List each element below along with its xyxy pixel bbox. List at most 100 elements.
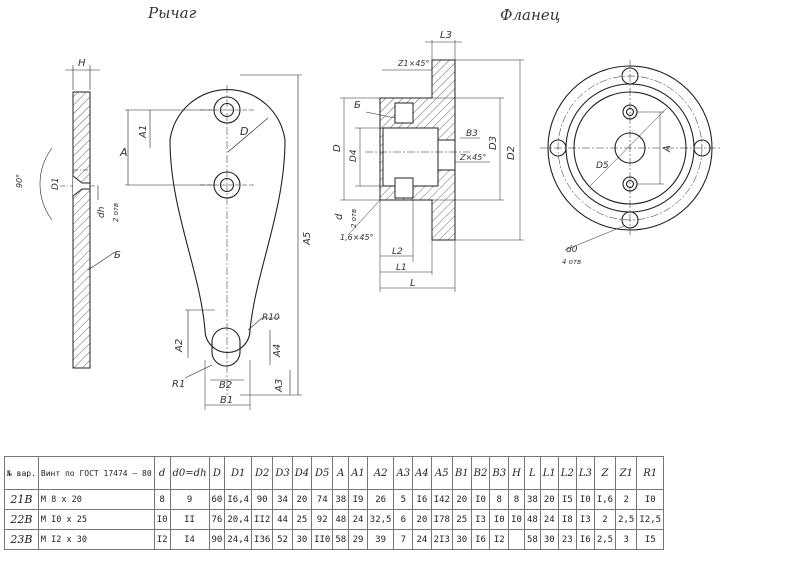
- cell: I4: [169, 529, 210, 550]
- row-screw: М I2 х 30: [37, 529, 155, 550]
- cell: 20: [412, 509, 432, 530]
- label-B-lever: Б: [114, 250, 121, 261]
- label-D3: D3: [488, 136, 499, 150]
- label-D5: D5: [596, 161, 609, 171]
- row-var: 22В: [4, 509, 39, 530]
- cell: I,6: [593, 489, 617, 510]
- header-col: A2: [366, 456, 395, 490]
- cell: 30: [291, 529, 313, 550]
- cell: 60: [208, 489, 226, 510]
- cell: I6: [575, 529, 595, 550]
- label-flange-D: D: [332, 144, 343, 152]
- cell: I2: [153, 529, 171, 550]
- cell: 5: [393, 489, 414, 510]
- cell: 52: [272, 529, 293, 550]
- label-B1: B1: [220, 395, 233, 406]
- table-header-row: № вар. Винт по ГОСТ 17474 – 80 d d0=dh D…: [4, 456, 665, 490]
- cell: II2: [251, 509, 274, 530]
- header-screw: Винт по ГОСТ 17474 – 80: [37, 456, 155, 490]
- cell: I5: [557, 489, 577, 510]
- cell: I3: [575, 509, 595, 530]
- cell: 2,5: [615, 509, 638, 530]
- cell: 2: [593, 509, 617, 530]
- cell: 48: [523, 509, 541, 530]
- header-col: d: [153, 456, 171, 490]
- header-col: B2: [470, 456, 491, 490]
- label-d0: d0: [566, 245, 578, 255]
- spec-table: № вар. Винт по ГОСТ 17474 – 80 d d0=dh D…: [4, 456, 665, 550]
- label-R1: R1: [172, 379, 185, 390]
- cell: I36: [251, 529, 274, 550]
- header-col: L3: [575, 456, 595, 490]
- cell: 23: [557, 529, 577, 550]
- cell: 30: [451, 529, 472, 550]
- table-row: 21В М 8 х 20 8 9 60 I6,4 90 34 20 74 38 …: [4, 489, 665, 510]
- label-chamfer2: Z×45°: [459, 153, 486, 162]
- label-d: d: [334, 213, 345, 220]
- cell: 2,5: [593, 529, 617, 550]
- cell: 24: [348, 509, 368, 530]
- label-d0-count: 4 отв: [562, 258, 581, 266]
- cell: I0: [636, 489, 665, 510]
- header-col: B1: [451, 456, 472, 490]
- cell: II0: [311, 529, 334, 550]
- label-angle: 90°: [15, 174, 24, 188]
- label-A1: A1: [138, 125, 149, 139]
- cell: I6,4: [224, 489, 253, 510]
- row-var: 21В: [4, 489, 39, 510]
- cell: 26: [366, 489, 395, 510]
- label-chamfer1: Z1×45°: [397, 59, 429, 68]
- cell: 74: [311, 489, 334, 510]
- cell: 6: [393, 509, 414, 530]
- cell: 90: [208, 529, 226, 550]
- label-A: A: [119, 146, 128, 159]
- cell: I9: [348, 489, 368, 510]
- cell: 3: [615, 529, 638, 550]
- cell: 20: [539, 489, 559, 510]
- header-col: H: [508, 456, 525, 490]
- cell: 8: [489, 489, 510, 510]
- cell: 7: [393, 529, 414, 550]
- label-L1: L1: [396, 263, 407, 273]
- cell: I8: [557, 509, 577, 530]
- cell: 9: [169, 489, 210, 510]
- technical-drawing: H 90° D1 dh 2 отв Б A A1 D: [15, 30, 720, 410]
- label-D4: D4: [349, 149, 359, 162]
- cell: 48: [332, 509, 350, 530]
- label-A4: A4: [272, 344, 283, 358]
- cell: 32,5: [366, 509, 395, 530]
- label-B3: B3: [466, 129, 478, 139]
- cell: 24,4: [224, 529, 253, 550]
- cell: I0: [508, 509, 525, 530]
- header-col: L1: [539, 456, 559, 490]
- label-D2: D2: [506, 146, 517, 160]
- cell: 90: [251, 489, 274, 510]
- header-col: A5: [430, 456, 453, 490]
- cell: 20: [291, 489, 313, 510]
- cell: I6: [470, 529, 491, 550]
- header-col: A1: [348, 456, 368, 490]
- header-var: № вар.: [4, 456, 39, 490]
- cell: 58: [523, 529, 541, 550]
- cell: 20: [451, 489, 472, 510]
- cell: 20,4: [224, 509, 253, 530]
- cell: 38: [523, 489, 541, 510]
- cell: 8: [508, 489, 525, 510]
- cell: I0: [489, 509, 510, 530]
- cell: 38: [332, 489, 350, 510]
- cell: 44: [272, 509, 293, 530]
- cell: I5: [636, 529, 665, 550]
- header-col: D1: [224, 456, 253, 490]
- label-L: L: [410, 278, 416, 289]
- lever-front-view: [125, 74, 302, 410]
- header-col: Z: [593, 456, 617, 490]
- label-dh: dh: [97, 206, 107, 218]
- table-row: 23В М I2 х 30 I2 I4 90 24,4 I36 52 30 II…: [4, 529, 665, 550]
- header-col: B3: [489, 456, 510, 490]
- header-col: R1: [636, 456, 665, 490]
- lever-side-view: [39, 65, 116, 369]
- header-col: d0=dh: [169, 456, 210, 490]
- cell: 25: [451, 509, 472, 530]
- cell: I0: [153, 509, 171, 530]
- label-B-flange: Б: [354, 100, 361, 111]
